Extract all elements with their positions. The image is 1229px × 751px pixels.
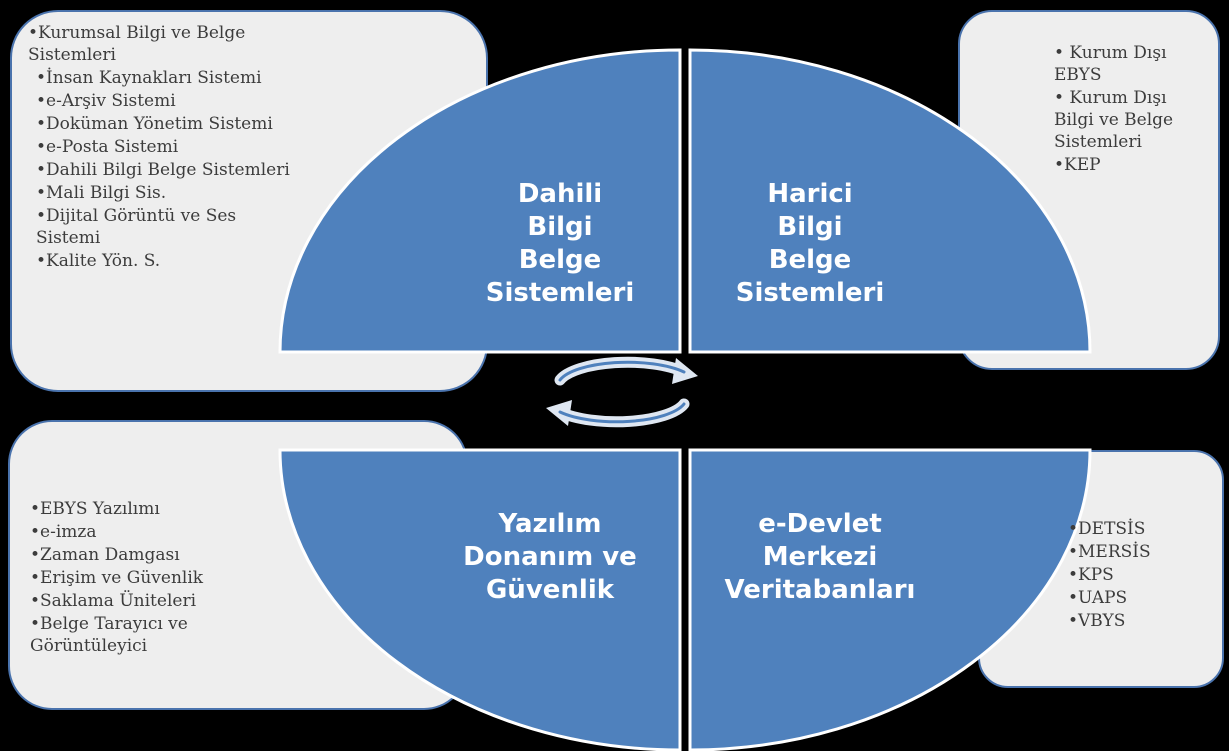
list-item: •KEP bbox=[1054, 155, 1101, 175]
list-item: •EBYS Yazılımı bbox=[30, 499, 160, 519]
list-item: •Belge Tarayıcı ve Görüntüleyici bbox=[30, 614, 188, 656]
quadrant-label-yazilim: Yazılım Donanım ve Güvenlik bbox=[463, 509, 637, 605]
yazilim-item-list: •EBYS Yazılımı •e-imza •Zaman Damgası •E… bbox=[30, 498, 282, 658]
list-item: •İnsan Kaynakları Sistemi bbox=[36, 68, 262, 88]
harici-item-list: • Kurum Dışı EBYS • Kurum Dışı Bilgi ve … bbox=[1054, 42, 1204, 177]
quadrant-dahili-shape bbox=[278, 48, 682, 354]
quadrant-label-harici: Harici Bilgi Belge Sistemleri bbox=[735, 179, 885, 308]
list-item: •Erişim ve Güvenlik bbox=[30, 568, 204, 588]
quadrant-label-dahili: Dahili Bilgi Belge Sistemleri bbox=[485, 179, 635, 308]
list-item: •KPS bbox=[1068, 565, 1114, 585]
quadrant-edevlet-shape bbox=[688, 448, 1092, 751]
edevlet-item-list: •DETSİS •MERSİS •KPS •UAPS •VBYS bbox=[1068, 518, 1218, 633]
list-item: • Kurum Dışı Bilgi ve Belge Sistemleri bbox=[1054, 88, 1174, 152]
list-item: •e-Posta Sistemi bbox=[36, 137, 179, 157]
quadrant-yazilim-shape bbox=[278, 448, 682, 751]
list-item: •e-imza bbox=[30, 522, 97, 542]
list-item: •DETSİS bbox=[1068, 519, 1146, 539]
list-item: •VBYS bbox=[1068, 611, 1126, 631]
circular-arrows-icon bbox=[546, 356, 698, 428]
list-item: •Dahili Bilgi Belge Sistemleri bbox=[36, 160, 290, 180]
quadrant-label-edevlet: e-Devlet Merkezi Veritabanları bbox=[724, 509, 916, 605]
list-item: •MERSİS bbox=[1068, 542, 1151, 562]
dahili-item-list: •Kurumsal Bilgi ve Belge Sistemleri •İns… bbox=[28, 22, 290, 273]
list-item: •Zaman Damgası bbox=[30, 545, 180, 565]
list-item: •Doküman Yönetim Sistemi bbox=[36, 114, 273, 134]
list-item: •Saklama Üniteleri bbox=[30, 591, 197, 611]
list-item: •Kalite Yön. S. bbox=[36, 251, 161, 271]
list-item: •e-Arşiv Sistemi bbox=[36, 91, 176, 111]
list-item: • Kurum Dışı EBYS bbox=[1054, 43, 1167, 85]
quadrant-harici-shape bbox=[688, 48, 1092, 354]
list-item: •UAPS bbox=[1068, 588, 1128, 608]
list-item: •Dijital Görüntü ve Ses Sistemi bbox=[36, 206, 237, 248]
list-item: •Kurumsal Bilgi ve Belge Sistemleri bbox=[28, 23, 246, 65]
list-item: •Mali Bilgi Sis. bbox=[36, 183, 167, 203]
